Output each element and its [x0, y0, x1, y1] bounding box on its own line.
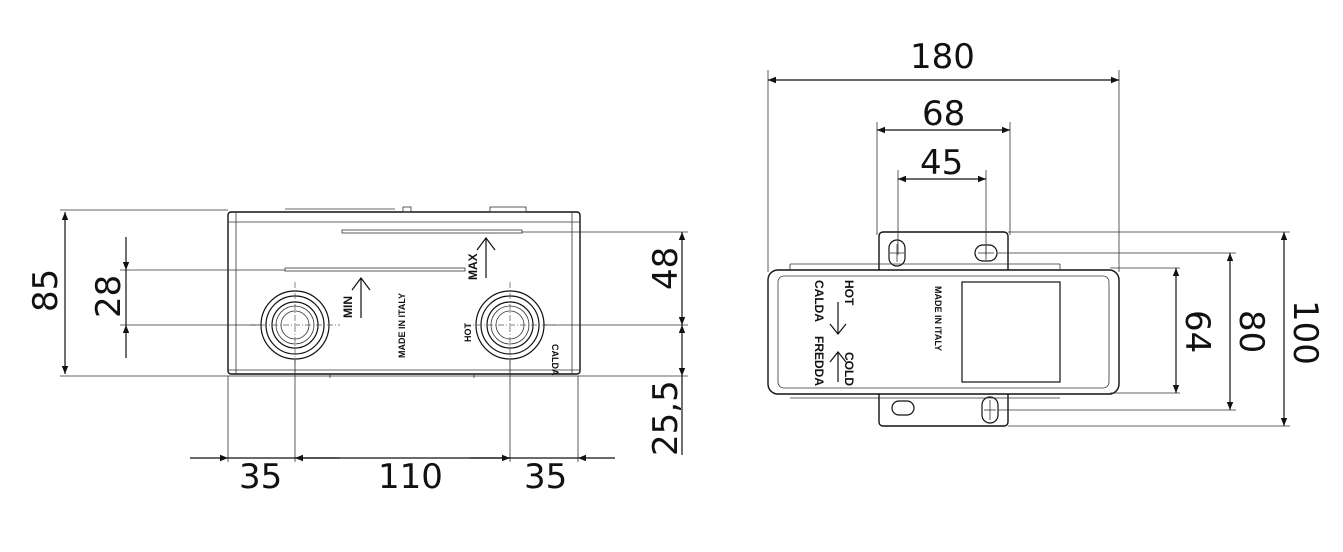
dim-48: 48	[646, 247, 686, 290]
side-calda-label: CALDA	[812, 280, 826, 322]
cold-arrow-icon	[829, 351, 847, 382]
made-in-italy-label: MADE IN ITALY	[397, 293, 407, 358]
min-label: MIN	[341, 296, 355, 318]
max-slot	[341, 229, 523, 234]
hot-arrow-icon	[829, 302, 847, 335]
dim-35-left: 35	[239, 457, 282, 497]
calda-label: CALDA	[550, 344, 560, 376]
side-body-outline	[767, 269, 1120, 395]
front-view: MIN MAX MADE IN ITALY HOT CALDA	[26, 206, 688, 497]
dim-68: 68	[922, 94, 965, 134]
dim-64: 64	[1177, 310, 1217, 353]
dim-45: 45	[920, 143, 963, 183]
max-label: MAX	[466, 253, 480, 280]
dim-28: 28	[89, 275, 129, 318]
bracket-slot-bottom-left	[891, 400, 915, 416]
dim-25-5: 25,5	[646, 380, 686, 456]
dim-110: 110	[378, 457, 443, 497]
side-made-in-italy: MADE IN ITALY	[933, 286, 943, 351]
side-fredda-label: FREDDA	[812, 336, 826, 386]
dim-35-right: 35	[524, 457, 567, 497]
hot-label: HOT	[463, 323, 473, 343]
bracket-slot-top-left	[888, 239, 906, 267]
dim-85: 85	[26, 269, 66, 312]
dim-100: 100	[1285, 300, 1325, 365]
dim-80: 80	[1231, 310, 1271, 353]
max-arrow-icon	[476, 237, 496, 278]
side-view: HOT CALDA COLD FREDDA MADE IN ITALY	[767, 37, 1325, 427]
min-slot	[284, 267, 466, 272]
side-cold-label: COLD	[842, 352, 856, 386]
side-hot-label: HOT	[842, 280, 856, 306]
dim-180: 180	[910, 37, 975, 77]
min-arrow-icon	[351, 277, 371, 318]
display-window	[961, 281, 1061, 383]
